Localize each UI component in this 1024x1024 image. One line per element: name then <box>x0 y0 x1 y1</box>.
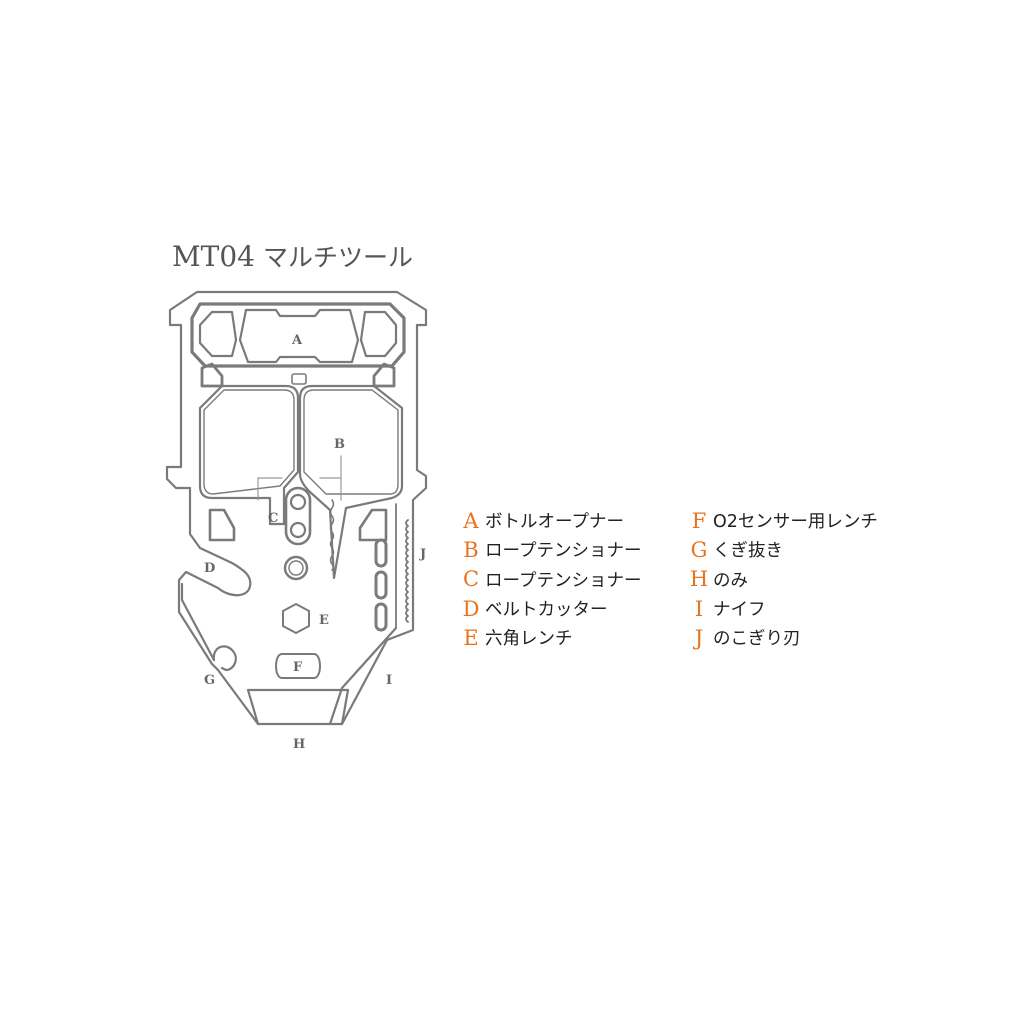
label-j: J <box>419 547 426 562</box>
legend-letter: F <box>691 508 707 533</box>
right-window <box>298 384 404 580</box>
label-h: H <box>293 737 305 752</box>
belt-cutter-hook <box>180 582 216 662</box>
legend-left: A ボトルオープナー B ロープテンショナー C ロープテンショナー D ベルト… <box>458 506 642 652</box>
legend-item: C ロープテンショナー <box>458 565 642 594</box>
label-e: E <box>319 613 329 628</box>
tool-outline <box>165 290 428 726</box>
saw-blade <box>395 503 409 629</box>
legend-item: F O2センサー用レンチ <box>686 506 878 535</box>
legend-text: くぎ抜き <box>713 541 783 562</box>
legend-item: H のみ <box>686 565 878 594</box>
hex-wrench <box>282 603 310 634</box>
rope-tensioner-c-slot <box>284 486 312 546</box>
label-b: B <box>334 437 345 452</box>
legend-item: J のこぎり刃 <box>686 623 878 652</box>
legend-text: ベルトカッター <box>485 600 608 621</box>
legend-item: B ロープテンショナー <box>458 535 641 564</box>
rope-tensioner-b-serration <box>329 499 335 571</box>
label-a: A <box>291 333 303 348</box>
legend-letter: G <box>690 537 708 562</box>
legend-text: ロープテンショナー <box>485 541 642 562</box>
legend-item: I ナイフ <box>686 594 878 623</box>
left-window <box>198 384 300 526</box>
legend-text: ロープテンショナー <box>485 570 642 591</box>
legend-right: F O2センサー用レンチ G くぎ抜き H のみ I ナイフ J のこぎり刃 <box>686 506 878 652</box>
legend-text: のこぎり刃 <box>713 629 801 650</box>
legend-letter: I <box>694 596 704 621</box>
chisel <box>246 688 350 726</box>
legend-item: D ベルトカッター <box>458 594 641 623</box>
multitool-diagram: A B C D E F G H I J <box>165 290 428 752</box>
o2-sensor-wrench <box>275 653 321 679</box>
product-name: マルチツール <box>262 243 413 272</box>
legend-item: G くぎ抜き <box>686 535 878 564</box>
legend-letter: H <box>689 567 709 592</box>
legend-letter: D <box>462 596 480 621</box>
label-d: D <box>204 561 215 576</box>
legend-item: A ボトルオープナー <box>458 506 641 535</box>
legend-text: 六角レンチ <box>485 629 573 650</box>
legend-letter: A <box>463 508 479 533</box>
legend-text: ボトルオープナー <box>485 512 624 533</box>
nail-puller <box>212 645 237 672</box>
label-f: F <box>293 660 303 675</box>
legend-item: E 六角レンチ <box>458 623 641 652</box>
legend-letter: J <box>694 625 704 650</box>
legend-letter: E <box>463 625 479 650</box>
label-c: C <box>268 511 278 526</box>
legend-letter: B <box>463 537 479 562</box>
model-number: MT04 <box>172 240 255 273</box>
label-i: I <box>386 673 392 688</box>
knife-bevel <box>328 626 398 726</box>
legend-text: O2センサー用レンチ <box>713 512 878 533</box>
bottle-opener-slot <box>238 308 360 364</box>
legend-letter: C <box>462 567 480 592</box>
label-g: G <box>204 673 215 688</box>
legend-text: のみ <box>713 570 748 591</box>
legend-text: ナイフ <box>713 600 766 621</box>
